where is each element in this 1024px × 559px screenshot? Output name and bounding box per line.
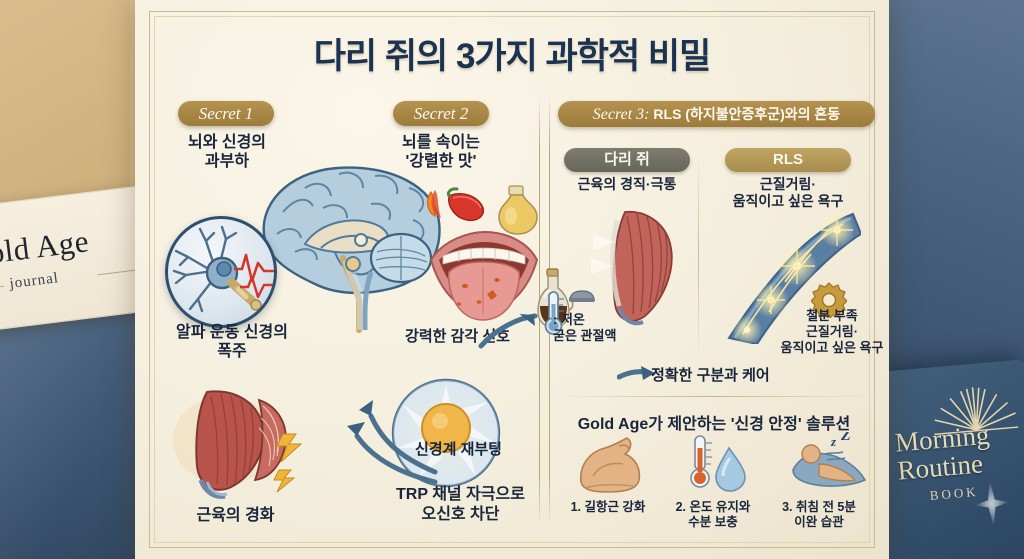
badge-secret-3-prefix: Secret 3:: [592, 106, 650, 123]
book-subtitle: BOOK: [929, 483, 980, 503]
solution-item-1: 1. 길항근 강화: [570, 500, 646, 514]
ginger-jar-icon: [498, 185, 538, 235]
sun-reboot-icon: [391, 378, 501, 488]
solution-item-2: 2. 온도 유지와 수분 보충: [675, 500, 751, 529]
compare-title-cramp: 다리 쥐: [564, 148, 690, 172]
neuron-label: 알파 운동 신경의 폭주: [176, 324, 288, 360]
compare-desc-cramp: 근육의 경직·극통: [577, 176, 677, 192]
open-mouth-tongue-icon: [429, 230, 539, 321]
trp-label: TRP 채널 자극으로 오신호 차단: [396, 486, 525, 523]
badge-secret-3: Secret 3: RLS (하지불안증후군)와의 혼동: [558, 101, 875, 127]
secret-1-heading: 뇌와 신경의 과부하: [187, 134, 267, 170]
reboot-label: 신경계 재부팅: [415, 441, 502, 458]
thermometer-note: : 저온 굳은 관절액: [553, 312, 617, 343]
thermometer-icon: [544, 291, 564, 335]
solution-item-3: 3. 취침 전 5분 이완 습관: [782, 500, 856, 529]
book-sparkle-icon: [973, 479, 1011, 528]
badge-secret-1: Secret 1: [178, 101, 274, 126]
thermometer-waterdrop-icon: [690, 435, 746, 492]
sunburst-icon: [934, 387, 1019, 436]
gear-icon: [811, 282, 847, 318]
brain-crosssection-icon: [262, 166, 441, 333]
page-title: 다리 쥐의 3가지 과학적 비밀: [313, 37, 712, 76]
journal-rule-left: [0, 285, 4, 291]
compare-title-rls: RLS: [725, 148, 851, 172]
solution-title: Gold Age가 제안하는 '신경 안정' 솔루션: [577, 416, 851, 433]
badge-secret-3-rest: RLS (하지불안증후군)와의 혼동: [649, 106, 841, 122]
flexed-bicep-icon: [580, 437, 641, 493]
sensory-signal-label: 강력한 감각 신호: [405, 328, 510, 345]
care-label: 정확한 구분과 케어: [651, 367, 770, 384]
leg-muscle-anatomy-icon: [591, 211, 673, 326]
book-title: Morning Routine: [894, 420, 993, 486]
iron-deficiency-note: 철분 부족 근질거림· 움직이고 싶은 욕구: [780, 308, 884, 355]
poster-card: 다리 쥐의 3가지 과학적 비밀 Secret 1 뇌와 신경의 과부하: [135, 0, 889, 559]
chili-pepper-icon: [426, 187, 484, 222]
svg-text:z: z: [830, 434, 837, 449]
journal-title: Gold Age: [0, 223, 91, 274]
badge-secret-2: Secret 2: [393, 101, 489, 126]
neuron-icon: [165, 216, 277, 328]
stiff-joint-icon: [569, 290, 595, 302]
glowing-nerve-leg-icon: [727, 212, 861, 344]
secret-2-heading: 뇌를 속이는 '강렬한 맛': [401, 134, 481, 170]
calf-muscle-icon: [173, 390, 303, 499]
svg-text:Z: Z: [840, 432, 851, 444]
book-title-line2: Routine: [896, 448, 985, 486]
solution-divider: [555, 396, 873, 397]
secret3-column-divider: [698, 150, 699, 360]
journal-subtitle: journal: [8, 270, 60, 293]
background-kraft-corner: [0, 0, 130, 210]
muscle-label: 근육의 경화: [196, 507, 275, 524]
arrow-right-icon: [617, 366, 655, 380]
sleeping-person-icon: z Z: [792, 432, 867, 487]
background-morning-routine-book: Morning Routine BOOK: [858, 359, 1024, 559]
poster-border-inner: [154, 16, 870, 543]
compare-desc-rls: 근질거림· 움직이고 싶은 욕구: [732, 176, 844, 209]
poster-border-outer: [149, 11, 875, 548]
